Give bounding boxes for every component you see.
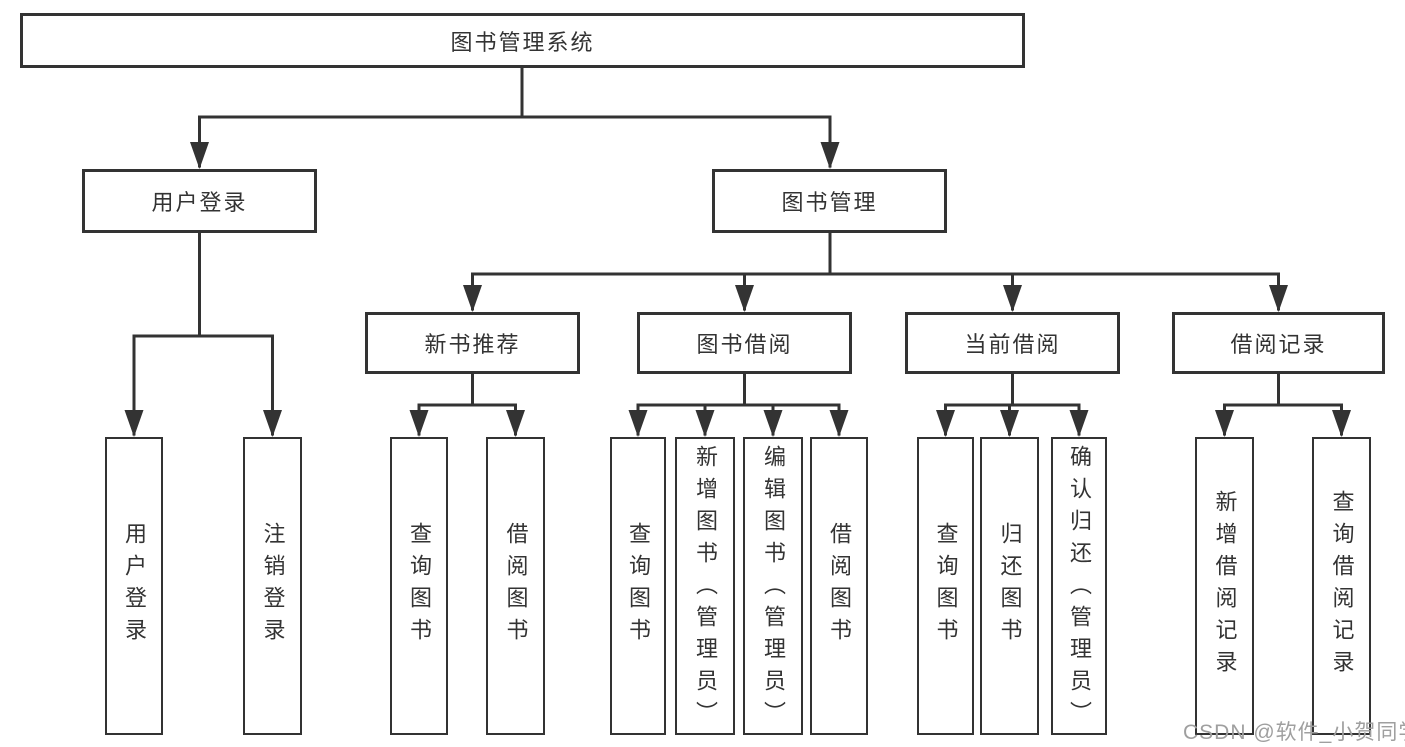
leaf-add-book-admin: 新增图书（管理员） xyxy=(675,437,735,735)
tree-edges xyxy=(132,66,1343,436)
node-new-book-recommend: 新书推荐 xyxy=(365,312,580,374)
leaf-query-book-borrow: 查询图书 xyxy=(610,437,666,735)
leaf-user-login: 用户登录 xyxy=(105,437,163,735)
node-borrow-record: 借阅记录 xyxy=(1172,312,1385,374)
node-book-management: 图书管理 xyxy=(712,169,947,233)
node-user-login: 用户登录 xyxy=(82,169,317,233)
leaf-add-borrow-record: 新增借阅记录 xyxy=(1195,437,1254,735)
node-book-borrow: 图书借阅 xyxy=(637,312,852,374)
leaf-borrow-book-recommend: 借阅图书 xyxy=(486,437,545,735)
node-current-borrow: 当前借阅 xyxy=(905,312,1120,374)
leaf-query-book-recommend: 查询图书 xyxy=(390,437,448,735)
leaf-return-book: 归还图书 xyxy=(980,437,1039,735)
leaf-edit-book-admin: 编辑图书（管理员） xyxy=(743,437,803,735)
csdn-watermark: CSDN @软件_小贺同学 xyxy=(1183,721,1405,744)
leaf-query-borrow-record: 查询借阅记录 xyxy=(1312,437,1371,735)
leaf-logout: 注销登录 xyxy=(243,437,302,735)
arrowheads xyxy=(124,142,1351,437)
leaf-borrow-book: 借阅图书 xyxy=(810,437,868,735)
node-root: 图书管理系统 xyxy=(20,13,1025,68)
leaf-confirm-return-admin: 确认归还（管理员） xyxy=(1051,437,1107,735)
leaf-query-book-current: 查询图书 xyxy=(917,437,974,735)
